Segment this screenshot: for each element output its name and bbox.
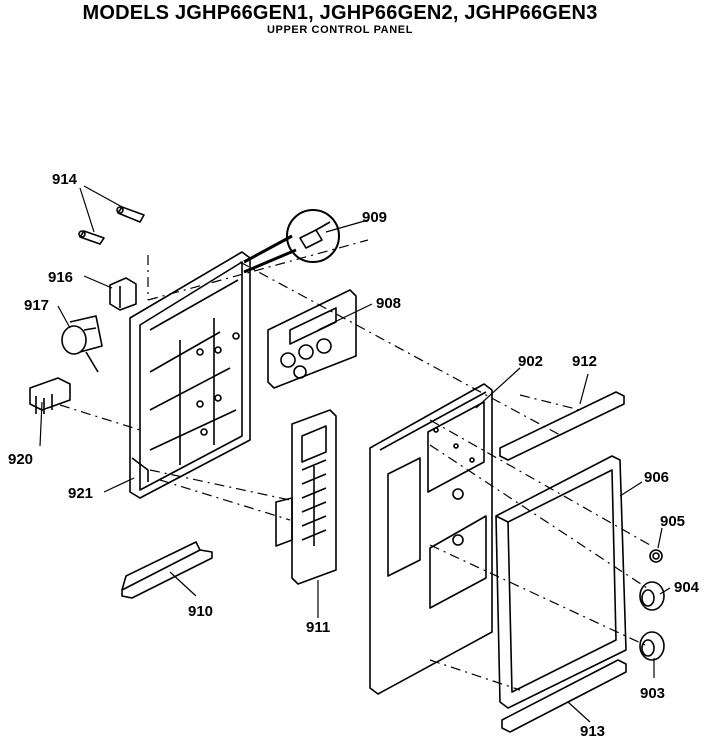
bracket-910 bbox=[121, 541, 213, 599]
part-label-906: 906 bbox=[644, 469, 669, 486]
label-leaders bbox=[39, 185, 671, 723]
screw-914 bbox=[78, 206, 145, 245]
models-title: MODELS JGHP66GEN1, JGHP66GEN2, JGHP66GEN… bbox=[82, 2, 598, 24]
part-label-921: 921 bbox=[68, 485, 93, 502]
part-label-909: 909 bbox=[362, 209, 387, 226]
part-label-917: 917 bbox=[24, 297, 49, 314]
part-label-920: 920 bbox=[8, 451, 33, 468]
front-panel-902 bbox=[369, 383, 493, 695]
part-label-910: 910 bbox=[188, 603, 213, 620]
section-subtitle: UPPER CONTROL PANEL bbox=[266, 24, 414, 36]
assembly-dash-lines bbox=[59, 239, 651, 691]
part-label-914: 914 bbox=[52, 171, 78, 188]
display-board-908 bbox=[267, 289, 357, 389]
clip-916 bbox=[109, 277, 137, 311]
part-label-913: 913 bbox=[580, 723, 605, 740]
part-label-908: 908 bbox=[376, 295, 401, 312]
bracket-frame bbox=[129, 251, 251, 499]
detail-callout-909 bbox=[243, 209, 340, 274]
part-label-905: 905 bbox=[660, 513, 685, 530]
control-board-911 bbox=[275, 409, 337, 585]
part-label-904: 904 bbox=[674, 579, 700, 596]
knob-903 bbox=[639, 631, 665, 661]
trim-strip-913 bbox=[501, 659, 627, 733]
knob-904 bbox=[639, 581, 665, 611]
part-label-903: 903 bbox=[640, 685, 665, 702]
switch-920 bbox=[29, 377, 71, 414]
trim-frame-906 bbox=[495, 455, 627, 709]
part-label-916: 916 bbox=[48, 269, 73, 286]
part-label-911: 911 bbox=[306, 619, 330, 636]
part-label-902: 902 bbox=[518, 353, 543, 370]
part-label-912: 912 bbox=[572, 353, 597, 370]
trim-strip-912 bbox=[499, 391, 625, 461]
knob-905 bbox=[649, 549, 663, 563]
relay-917 bbox=[61, 315, 103, 373]
